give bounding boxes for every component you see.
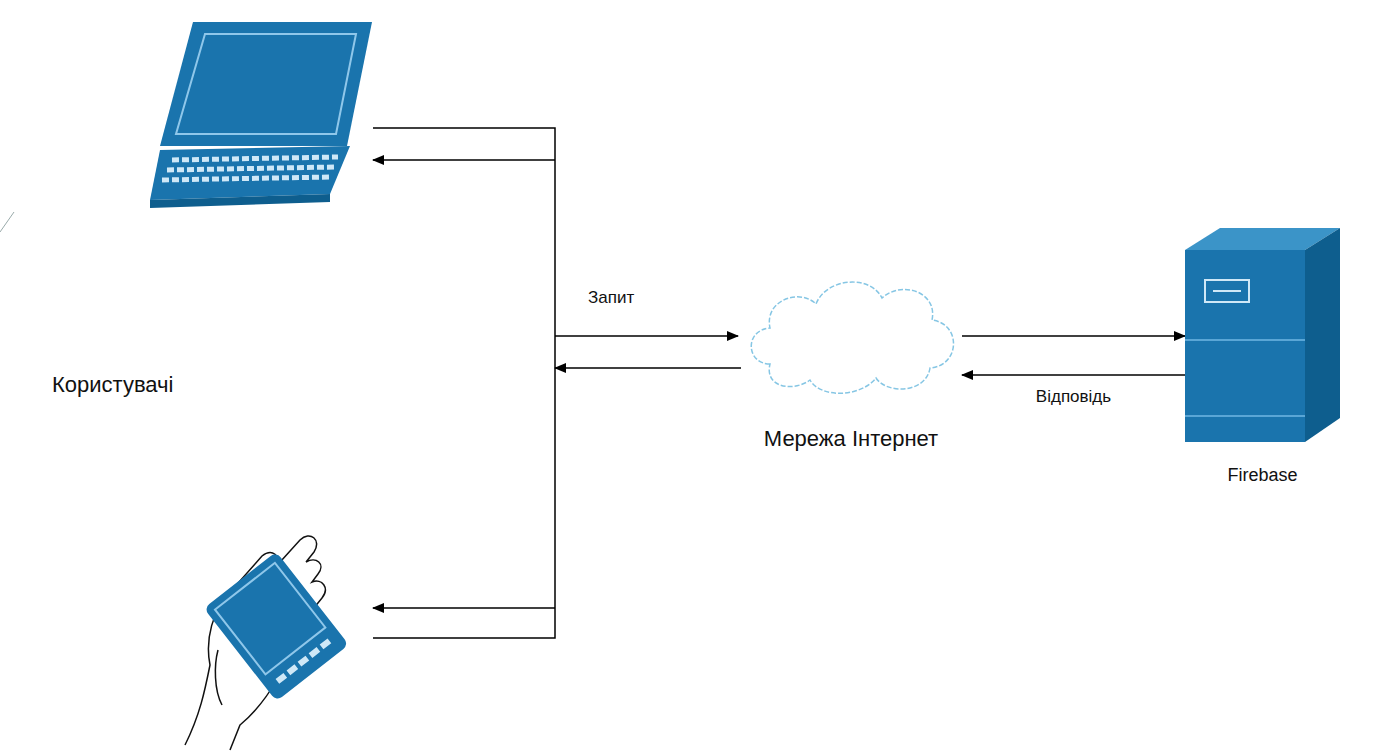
cloud-shape bbox=[740, 268, 962, 400]
internet-cloud: Мережа Інтернет bbox=[740, 268, 962, 400]
node-caption: Мережа Інтернет bbox=[764, 426, 938, 452]
server-shape bbox=[1185, 228, 1340, 443]
edge-label: Відповідь bbox=[1034, 387, 1113, 407]
phone-in-hand-icon bbox=[185, 536, 349, 750]
connector-arrow bbox=[962, 335, 1185, 337]
laptop-icon bbox=[150, 22, 372, 208]
firebase-server: Firebase bbox=[1185, 228, 1340, 443]
node-caption: Firebase bbox=[1227, 465, 1297, 486]
corner-mark bbox=[0, 212, 14, 232]
users-label: Користувачі bbox=[52, 372, 173, 398]
user-wires bbox=[373, 128, 741, 638]
request-label: Запит bbox=[588, 288, 634, 308]
connector-arrow bbox=[962, 374, 1185, 376]
